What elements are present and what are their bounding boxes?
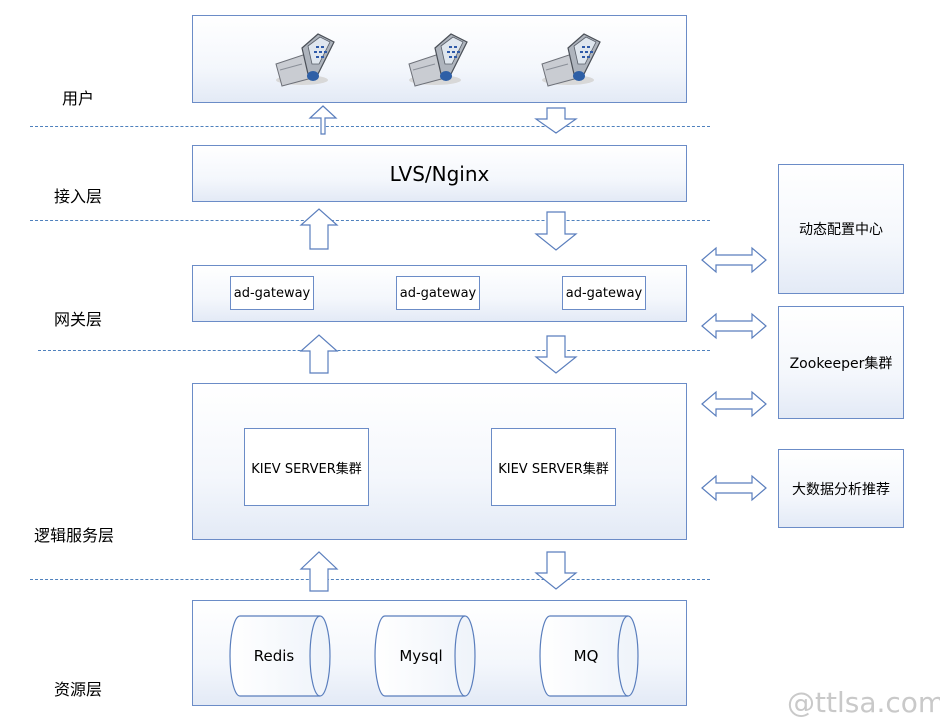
double-arrow-icon [701,246,767,274]
gateway-node-label: ad-gateway [565,285,643,301]
layer-label-resource: 资源层 [54,680,103,699]
double-arrow-icon [701,312,767,340]
up-arrow-icon [299,208,339,250]
layer-label-gateway: 网关层 [54,310,103,329]
up-arrow-icon [308,105,338,135]
access-box-label: LVS/Nginx [389,161,490,186]
gateway-node: ad-gateway [230,276,314,310]
watermark: @ttlsa.com [787,686,940,719]
mobile-phone-icon [541,33,601,87]
mobile-phone-icon [408,33,468,87]
side-box-label: 大数据分析推荐 [792,481,890,498]
layer-label-access: 接入层 [54,187,103,206]
separator-line [30,220,710,221]
mysql-cylinder [374,615,476,697]
separator-line [38,350,710,351]
separator-line [30,126,710,127]
side-box-label: Zookeeper集群 [789,355,893,372]
dynamic-config-center-box: 动态配置中心 [778,164,904,294]
kiev-server-cluster: KIEV SERVER集群 [244,428,369,506]
kiev-server-label: KIEV SERVER集群 [498,461,609,477]
mysql-label: Mysql [399,647,442,665]
access-box: LVS/Nginx [192,145,687,202]
gateway-node-label: ad-gateway [399,285,477,301]
up-arrow-icon [299,551,339,592]
mobile-phone-icon [275,33,335,87]
separator-line [30,579,710,580]
side-box-label: 动态配置中心 [799,222,883,238]
mq-label: MQ [574,647,599,665]
down-arrow-icon [534,211,578,251]
double-arrow-icon [701,390,767,418]
down-arrow-icon [534,107,578,134]
gateway-node: ad-gateway [396,276,480,310]
zookeeper-cluster-box: Zookeeper集群 [778,306,904,419]
up-arrow-icon [299,334,339,374]
kiev-server-cluster: KIEV SERVER集群 [491,428,616,506]
layer-label-logic: 逻辑服务层 [34,526,115,545]
big-data-recommend-box: 大数据分析推荐 [778,449,904,528]
kiev-server-label: KIEV SERVER集群 [251,461,362,477]
redis-label: Redis [254,647,295,665]
down-arrow-icon [534,551,578,590]
mq-cylinder [539,615,639,697]
double-arrow-icon [701,474,767,502]
redis-cylinder [229,615,331,697]
layer-label-user: 用户 [62,89,95,108]
down-arrow-icon [534,335,578,374]
gateway-node: ad-gateway [562,276,646,310]
gateway-node-label: ad-gateway [233,285,311,301]
